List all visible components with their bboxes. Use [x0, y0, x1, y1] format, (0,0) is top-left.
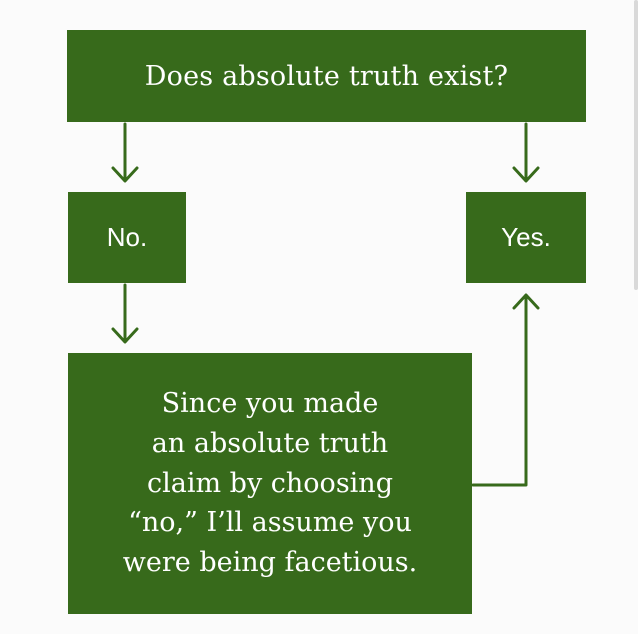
scrollbar[interactable]: [634, 0, 638, 290]
arrow-no-to-conclusion: [111, 283, 139, 344]
question-box: Does absolute truth exist?: [67, 30, 586, 122]
answer-no-box: No.: [68, 192, 186, 283]
question-text: Does absolute truth exist?: [144, 60, 509, 92]
arrow-conclusion-to-yes: [471, 293, 540, 487]
conclusion-box: Since you made an absolute truth claim b…: [68, 353, 472, 614]
answer-yes-text: Yes.: [501, 222, 551, 252]
conclusion-line: were being facetious.: [122, 547, 418, 579]
conclusion-text: Since you made an absolute truth claim b…: [123, 384, 417, 582]
conclusion-line: claim by choosing: [147, 467, 393, 499]
arrow-question-to-no: [111, 122, 139, 183]
conclusion-line: “no,” I’ll assume you: [128, 507, 412, 539]
conclusion-line: Since you made: [161, 388, 379, 420]
conclusion-line: an absolute truth: [151, 427, 389, 459]
arrow-question-to-yes: [512, 122, 540, 183]
answer-no-text: No.: [106, 222, 148, 252]
answer-yes-box: Yes.: [466, 192, 586, 283]
